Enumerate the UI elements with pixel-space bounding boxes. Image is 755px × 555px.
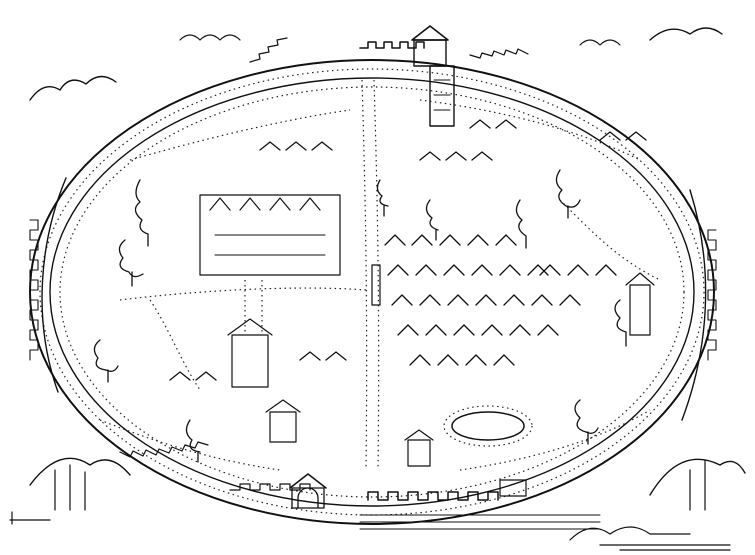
battlements-right <box>681 189 717 421</box>
trees <box>93 169 627 463</box>
battlements-left <box>29 177 67 393</box>
ground-texture <box>99 99 661 471</box>
north-gate-tower <box>411 25 455 127</box>
roof-rows <box>169 119 647 381</box>
south-gate <box>289 473 327 509</box>
main-street <box>119 79 380 471</box>
map-caption <box>456 415 520 437</box>
western-temple-compound <box>199 194 341 388</box>
central-pond <box>443 405 533 447</box>
outer-hills <box>9 27 746 551</box>
battlements-bottom <box>119 441 601 530</box>
small-buildings <box>265 264 655 497</box>
battlements-top <box>249 37 529 63</box>
